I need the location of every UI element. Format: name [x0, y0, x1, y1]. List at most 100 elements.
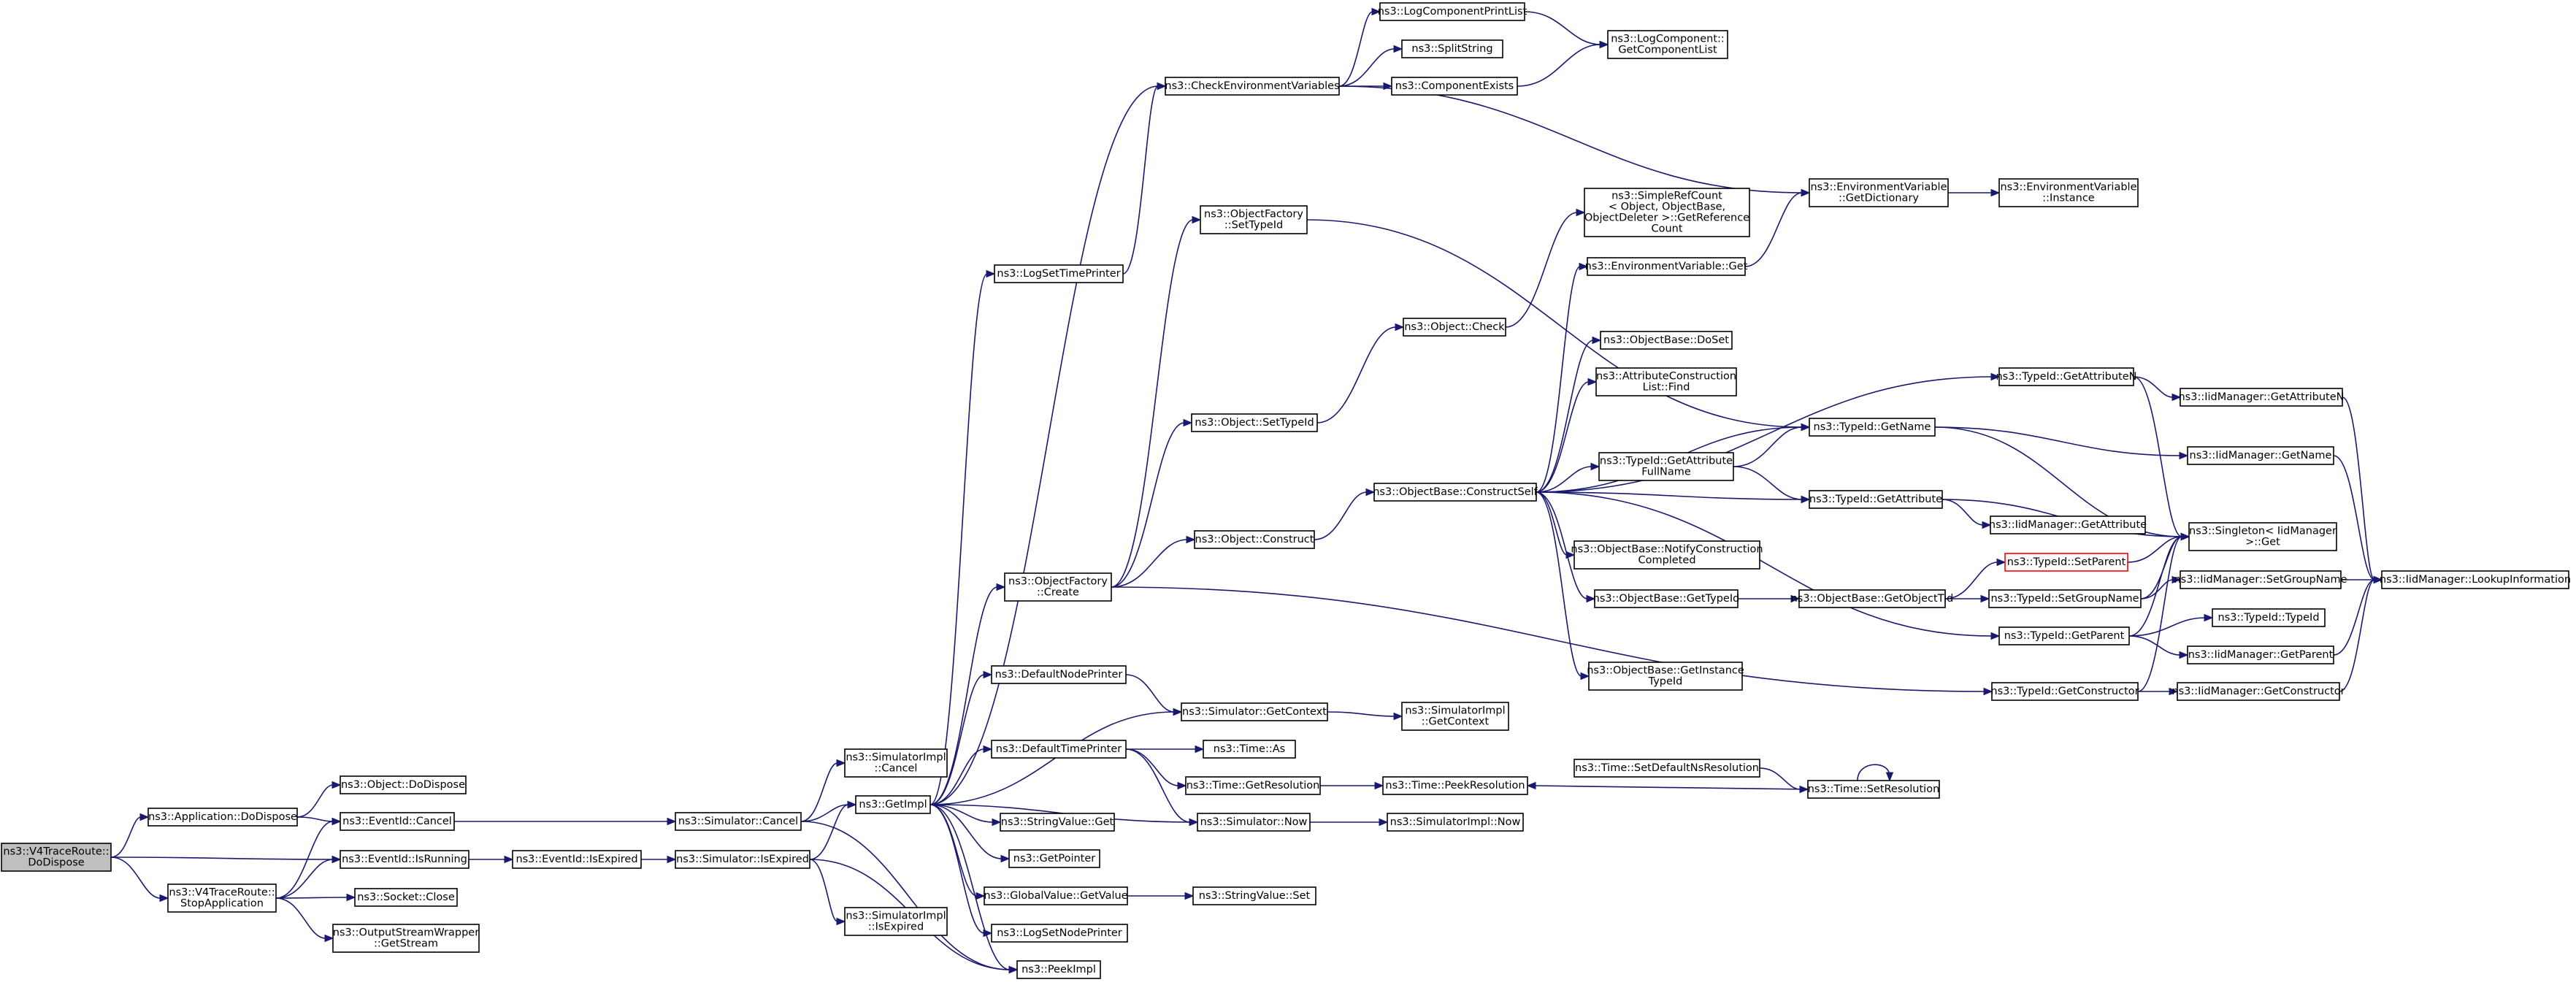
node-iidSetGroupName[interactable]: ns3::IidManager::SetGroupName — [2174, 570, 2347, 589]
node-box — [1181, 702, 1328, 721]
node-label: ns3::EventId::IsRunning — [342, 854, 467, 865]
node-simImplCancel[interactable]: ns3::SimulatorImpl::Cancel — [844, 748, 948, 778]
node-label: >::Get — [2245, 537, 2280, 548]
node-tidGetParent[interactable]: ns3::TypeId::GetParent — [1998, 626, 2130, 645]
node-box — [1191, 413, 1318, 432]
node-timePeekRes[interactable]: ns3::Time::PeekResolution — [1382, 776, 1528, 795]
node-obGetObjectTid[interactable]: ns3::ObjectBase::GetObjectTid — [1791, 589, 1954, 608]
node-logCompPrint[interactable]: ns3::LogComponentPrintList — [1378, 2, 1527, 21]
node-tidSetGroupName[interactable]: ns3::TypeId::SetGroupName — [1988, 589, 2142, 608]
edge-getImpl-to-peekImpl — [929, 804, 1019, 974]
node-iidGetParent[interactable]: ns3::IidManager::GetParent — [2187, 645, 2334, 664]
edge-obConstructSelf-to-envGet — [1536, 262, 1589, 493]
node-strValGet[interactable]: ns3::StringValue::Get — [1000, 813, 1115, 832]
node-evExpired[interactable]: ns3::EventId::IsExpired — [512, 850, 642, 869]
node-appDispose[interactable]: ns3::Application::DoDispose — [147, 808, 298, 827]
node-getPointer[interactable]: ns3::GetPointer — [1008, 849, 1100, 868]
edge-timeSetRes-to-timeSetRes — [1857, 764, 1894, 782]
node-defNodePrinter[interactable]: ns3::DefaultNodePrinter — [991, 665, 1127, 684]
node-tidGetName[interactable]: ns3::TypeId::GetName — [1809, 418, 1936, 437]
node-envGet[interactable]: ns3::EnvironmentVariable::Get — [1585, 257, 1748, 276]
node-obDoSet[interactable]: ns3::ObjectBase::DoSet — [1600, 331, 1733, 350]
node-timeGetRes[interactable]: ns3::Time::GetResolution — [1185, 776, 1321, 795]
node-evRunning[interactable]: ns3::EventId::IsRunning — [340, 850, 469, 869]
node-label: ns3::OutputStreamWrapper — [333, 927, 479, 939]
node-getImpl[interactable]: ns3::GetImpl — [855, 795, 931, 814]
node-iidLookup[interactable]: ns3::IidManager::LookupInformation — [2380, 570, 2571, 589]
node-obConstructSelf[interactable]: ns3::ObjectBase::ConstructSelf — [1373, 483, 1538, 502]
node-tidGetAttrN[interactable]: ns3::TypeId::GetAttributeN — [1996, 367, 2137, 386]
node-compExists[interactable]: ns3::ComponentExists — [1391, 77, 1518, 96]
node-simGetContext[interactable]: ns3::Simulator::GetContext — [1181, 702, 1328, 721]
node-objCheck[interactable]: ns3::Object::Check — [1403, 318, 1506, 337]
node-sockClose[interactable]: ns3::Socket::Close — [354, 888, 458, 907]
node-timeSetDefRes[interactable]: ns3::Time::SetDefaultNsResolution — [1573, 759, 1760, 778]
node-box — [991, 665, 1127, 684]
node-obGetTypeId[interactable]: ns3::ObjectBase::GetTypeId — [1593, 589, 1740, 608]
node-simImplNow[interactable]: ns3::SimulatorImpl::Now — [1387, 813, 1524, 832]
edge-checkEnv-to-envGetDict — [1338, 85, 1811, 197]
node-box — [1203, 740, 1296, 759]
node-evCancel[interactable]: ns3::EventId::Cancel — [340, 812, 455, 831]
node-defTimePrinter[interactable]: ns3::DefaultTimePrinter — [991, 740, 1127, 759]
node-envGetDict[interactable]: ns3::EnvironmentVariable::GetDictionary — [1809, 178, 1949, 207]
edge-obConstructSelf-to-obGetTypeId — [1536, 491, 1596, 603]
node-box — [1185, 776, 1321, 795]
edge-objFactCreate-to-objSetTypeId — [1111, 418, 1193, 588]
node-obNotify[interactable]: ns3::ObjectBase::NotifyConstructionCompl… — [1571, 540, 1763, 570]
node-timeAs[interactable]: ns3::Time::As — [1203, 740, 1296, 759]
node-box — [991, 924, 1128, 943]
node-srcGetRef[interactable]: ns3::SimpleRefCount< Object, ObjectBase,… — [1584, 188, 1750, 237]
edge-objSetTypeId-to-objCheck — [1316, 323, 1405, 423]
node-label: FullName — [1641, 467, 1691, 478]
edge-tidGetParent-to-tidTypeId — [2128, 613, 2214, 637]
node-objDispose[interactable]: ns3::Object::DoDispose — [340, 775, 467, 794]
node-splitString[interactable]: ns3::SplitString — [1401, 39, 1503, 58]
node-iidGetAttrN[interactable]: ns3::IidManager::GetAttributeN — [2178, 388, 2345, 407]
node-iidGetConstructor[interactable]: ns3::IidManager::GetConstructor — [2171, 682, 2345, 701]
edge-getImpl-to-getPointer — [929, 804, 1011, 863]
node-box — [1584, 188, 1750, 237]
node-envInstance[interactable]: ns3::EnvironmentVariable::Instance — [1998, 178, 2139, 207]
node-box — [844, 907, 948, 936]
node-simCancel[interactable]: ns3::Simulator::Cancel — [675, 812, 802, 831]
node-tidTypeId[interactable]: ns3::TypeId::TypeId — [2212, 608, 2326, 627]
node-objFactCreate[interactable]: ns3::ObjectFactory::Create — [1004, 572, 1112, 602]
node-osw[interactable]: ns3::OutputStreamWrapper::GetStream — [332, 924, 480, 953]
node-stopApp[interactable]: ns3::V4TraceRoute::StopApplication — [167, 884, 277, 913]
edge-checkEnv-to-logCompPrint — [1338, 7, 1381, 87]
node-label: ::GetStream — [374, 938, 438, 950]
node-label: ns3::ObjectBase::GetObjectTid — [1791, 593, 1954, 605]
node-root[interactable]: ns3::V4TraceRoute::DoDispose — [1, 843, 112, 872]
edge-tidGetAttrFull-to-tidGetAttr — [1733, 466, 1811, 504]
node-objSetTypeId[interactable]: ns3::Object::SetTypeId — [1191, 413, 1318, 432]
node-logCompGetList[interactable]: ns3::LogComponent::GetComponentList — [1607, 30, 1728, 59]
edge-logSetTime-to-checkEnv — [1122, 82, 1167, 275]
node-timeSetRes[interactable]: ns3::Time::SetResolution — [1807, 780, 1940, 799]
node-logSetNode[interactable]: ns3::LogSetNodePrinter — [991, 924, 1128, 943]
node-label: ns3::IidManager::GetAttribute — [1989, 519, 2147, 531]
node-strValSet[interactable]: ns3::StringValue::Set — [1192, 886, 1316, 905]
node-box — [1998, 178, 2139, 207]
edge-simCancel-to-simImplCancel — [800, 759, 846, 822]
node-simImplGetContext[interactable]: ns3::SimulatorImpl::GetContext — [1401, 702, 1509, 731]
node-checkEnv[interactable]: ns3::CheckEnvironmentVariables — [1165, 77, 1340, 96]
node-iidGetName[interactable]: ns3::IidManager::GetName — [2187, 446, 2334, 465]
node-logSetTime[interactable]: ns3::LogSetTimePrinter — [994, 264, 1124, 283]
node-simExpired[interactable]: ns3::Simulator::IsExpired — [675, 850, 810, 869]
node-gvGetValue[interactable]: ns3::GlobalValue::GetValue — [984, 886, 1128, 905]
node-tidGetConstructor[interactable]: ns3::TypeId::GetConstructor — [1990, 682, 2139, 701]
node-peekImpl[interactable]: ns3::PeekImpl — [1016, 960, 1101, 979]
node-iidGetAttr[interactable]: ns3::IidManager::GetAttribute — [1989, 516, 2147, 534]
node-tidGetAttr[interactable]: ns3::TypeId::GetAttribute — [1809, 490, 1943, 509]
node-objFactSetTypeId[interactable]: ns3::ObjectFactory::SetTypeId — [1200, 205, 1308, 234]
node-box — [2188, 522, 2337, 551]
node-objConstruct[interactable]: ns3::Object::Construct — [1194, 530, 1315, 549]
node-simNow[interactable]: ns3::Simulator::Now — [1197, 813, 1311, 832]
node-singletonGet[interactable]: ns3::Singleton< IidManager >::Get — [2188, 522, 2337, 551]
node-simImplExpired[interactable]: ns3::SimulatorImpl::IsExpired — [844, 907, 948, 936]
node-tidSetParent[interactable]: ns3::TypeId::SetParent — [2004, 553, 2128, 572]
